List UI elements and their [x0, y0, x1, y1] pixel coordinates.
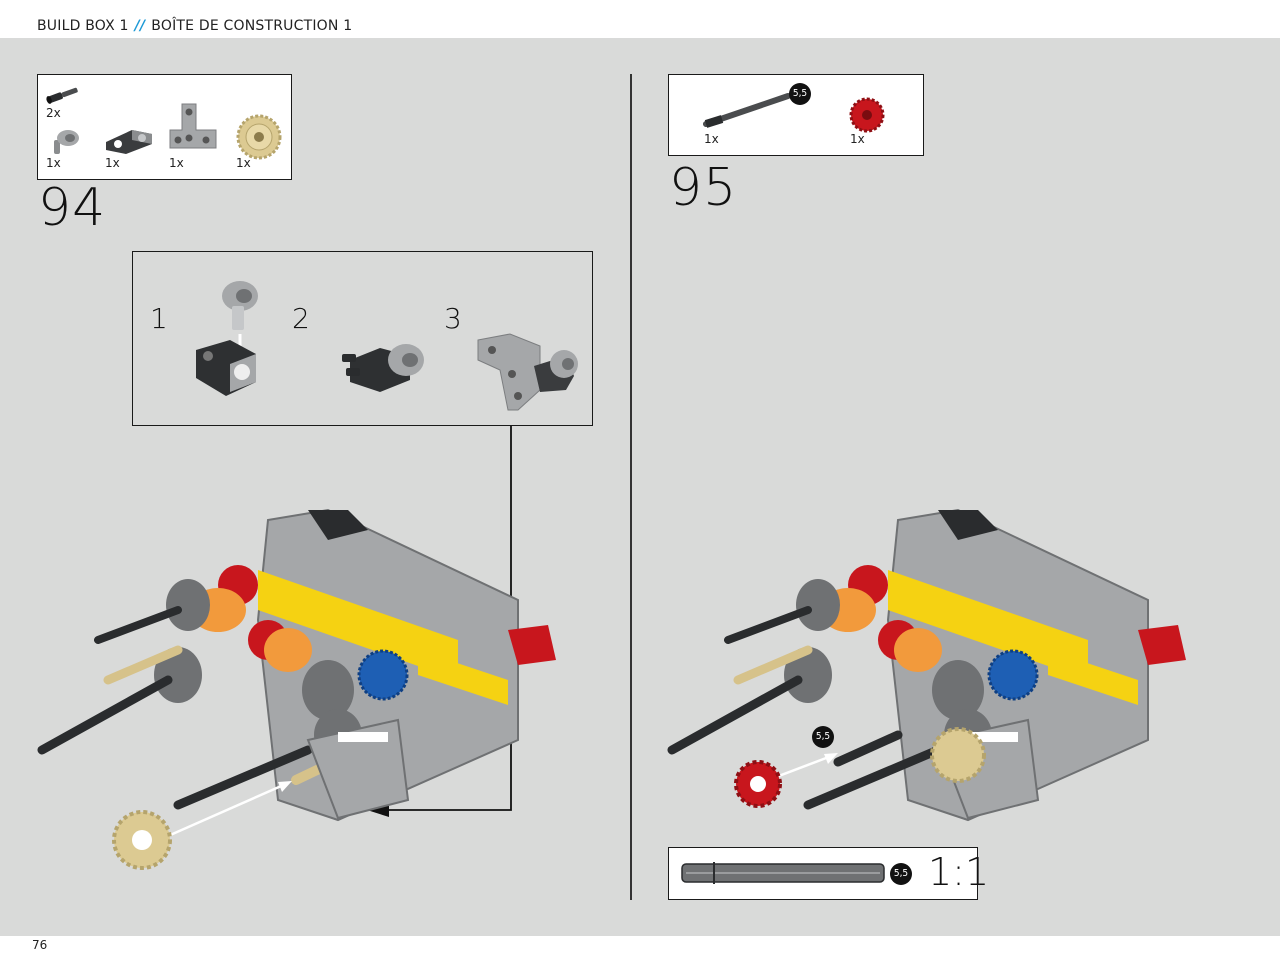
page-number: 76	[32, 938, 48, 952]
red-gear-icon	[849, 97, 885, 133]
axle-length-badge: 5,5	[812, 726, 834, 748]
ball-joint-icon	[54, 130, 79, 154]
substep-2-illustration	[342, 344, 424, 392]
t-beam-icon	[169, 103, 217, 149]
substep-label: 3	[444, 302, 462, 335]
footer-bar	[0, 936, 1280, 974]
part-qty: 1x	[704, 132, 719, 146]
axle-icon	[703, 93, 791, 128]
substep-1-illustration	[196, 281, 258, 396]
perpendicular-connector-icon	[106, 130, 152, 154]
part-qty: 1x	[46, 156, 61, 170]
header-title: BUILD BOX 1 // BOÎTE DE CONSTRUCTION 1	[37, 18, 352, 34]
header-bar	[0, 0, 1280, 38]
substep-label: 1	[150, 302, 168, 335]
substep-3-illustration	[477, 333, 578, 411]
header-title-en: BUILD BOX 1	[37, 18, 129, 34]
axle-length-badge: 5,5	[890, 863, 912, 885]
page-divider	[630, 74, 632, 900]
step-number: 95	[669, 158, 738, 218]
substep-callout	[132, 251, 593, 426]
step-94-model-illustration	[37, 508, 556, 870]
part-qty: 1x	[169, 156, 184, 170]
header-title-fr: BOÎTE DE CONSTRUCTION 1	[151, 18, 353, 34]
header-separator: //	[134, 18, 146, 34]
scale-ratio: 1:1	[928, 850, 990, 894]
step-number: 94	[38, 178, 107, 238]
substep-label: 2	[292, 302, 310, 335]
part-qty: 1x	[850, 132, 865, 146]
axle-scale-icon	[681, 862, 885, 884]
tan-gear-icon	[236, 114, 282, 160]
axle-length-badge: 5,5	[789, 83, 811, 105]
step-95-model-illustration	[667, 508, 1186, 822]
pin-with-axle-icon	[46, 87, 78, 104]
part-qty: 1x	[236, 156, 251, 170]
part-qty: 2x	[46, 106, 61, 120]
part-qty: 1x	[105, 156, 120, 170]
